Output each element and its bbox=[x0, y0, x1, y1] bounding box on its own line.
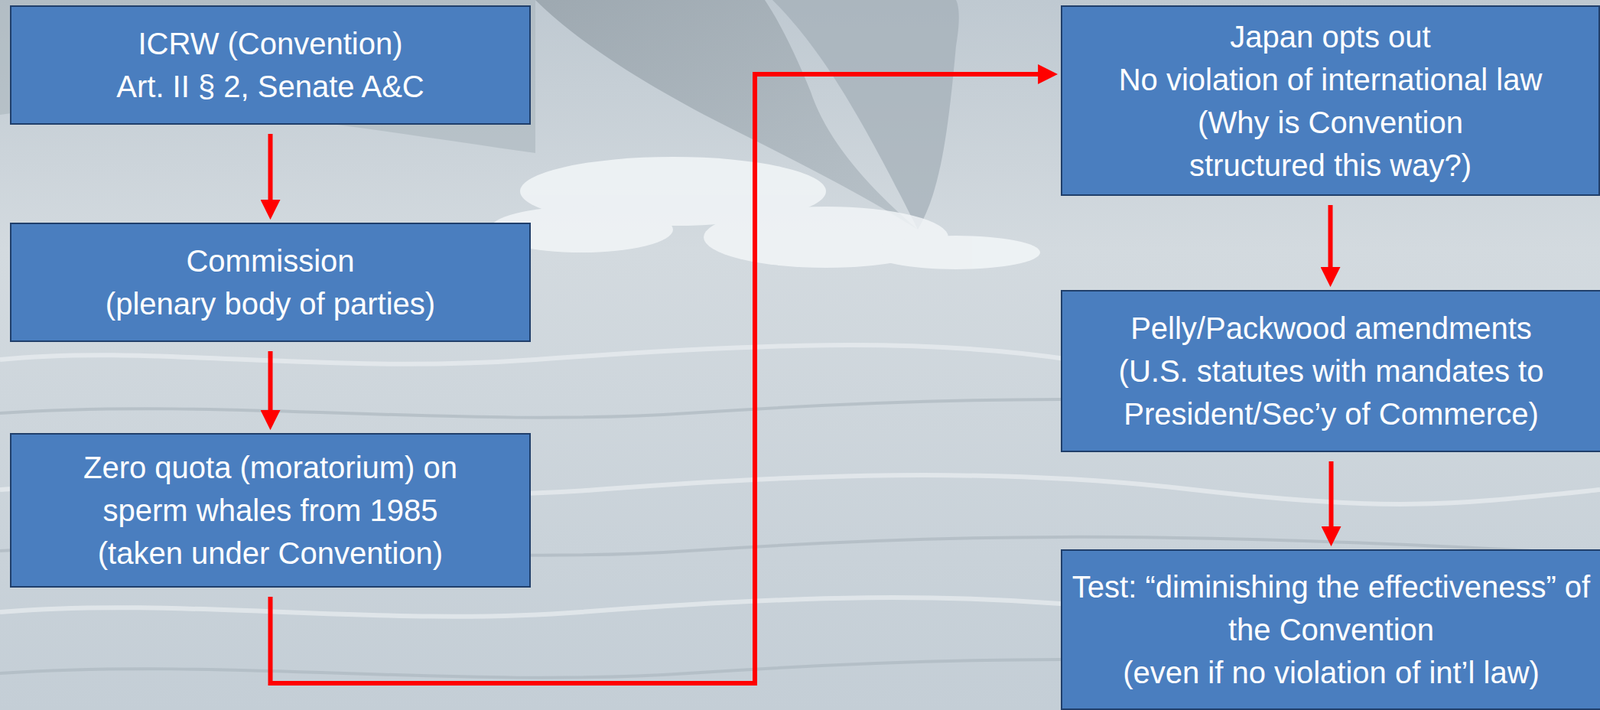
box-text: Art. II § 2, Senate A&C bbox=[116, 65, 424, 108]
flow-arrow bbox=[268, 351, 274, 414]
box-text: (plenary body of parties) bbox=[105, 282, 436, 326]
flow-arrow bbox=[1329, 461, 1334, 530]
process-box: Test: “diminishing the effectiveness” of… bbox=[1060, 549, 1600, 710]
process-box: Japan opts outNo violation of internatio… bbox=[1060, 5, 1600, 196]
process-box: Pelly/Packwood amendments(U.S. statutes … bbox=[1060, 289, 1600, 453]
box-text: (U.S. statutes with mandates to Presiden… bbox=[1071, 349, 1591, 436]
box-text: (even if no violation of int’l law) bbox=[1122, 650, 1540, 694]
box-text: Zero quota (moratorium) on sperm whales … bbox=[75, 445, 466, 532]
flow-arrow bbox=[268, 133, 274, 203]
flow-arrow bbox=[270, 74, 1042, 683]
whale-back bbox=[0, 0, 536, 153]
box-text: No violation of international law bbox=[1118, 58, 1543, 101]
box-text: Pelly/Packwood amendments bbox=[1130, 306, 1532, 350]
box-text: Japan opts out bbox=[1229, 15, 1431, 59]
box-text: Test: “diminishing the effectiveness” of… bbox=[1071, 565, 1591, 651]
process-box: Commission(plenary body of parties) bbox=[9, 222, 531, 342]
box-text: (Why is Convention structured this way?) bbox=[1162, 100, 1500, 187]
process-box: Zero quota (moratorium) on sperm whales … bbox=[9, 432, 531, 588]
flow-arrow bbox=[1328, 204, 1334, 270]
box-text: Commission bbox=[185, 239, 355, 283]
splash bbox=[489, 156, 1041, 270]
process-box: ICRW (Convention)Art. II § 2, Senate A&C bbox=[9, 5, 531, 125]
box-text: ICRW (Convention) bbox=[137, 22, 403, 66]
box-text: (taken under Convention) bbox=[97, 531, 443, 575]
